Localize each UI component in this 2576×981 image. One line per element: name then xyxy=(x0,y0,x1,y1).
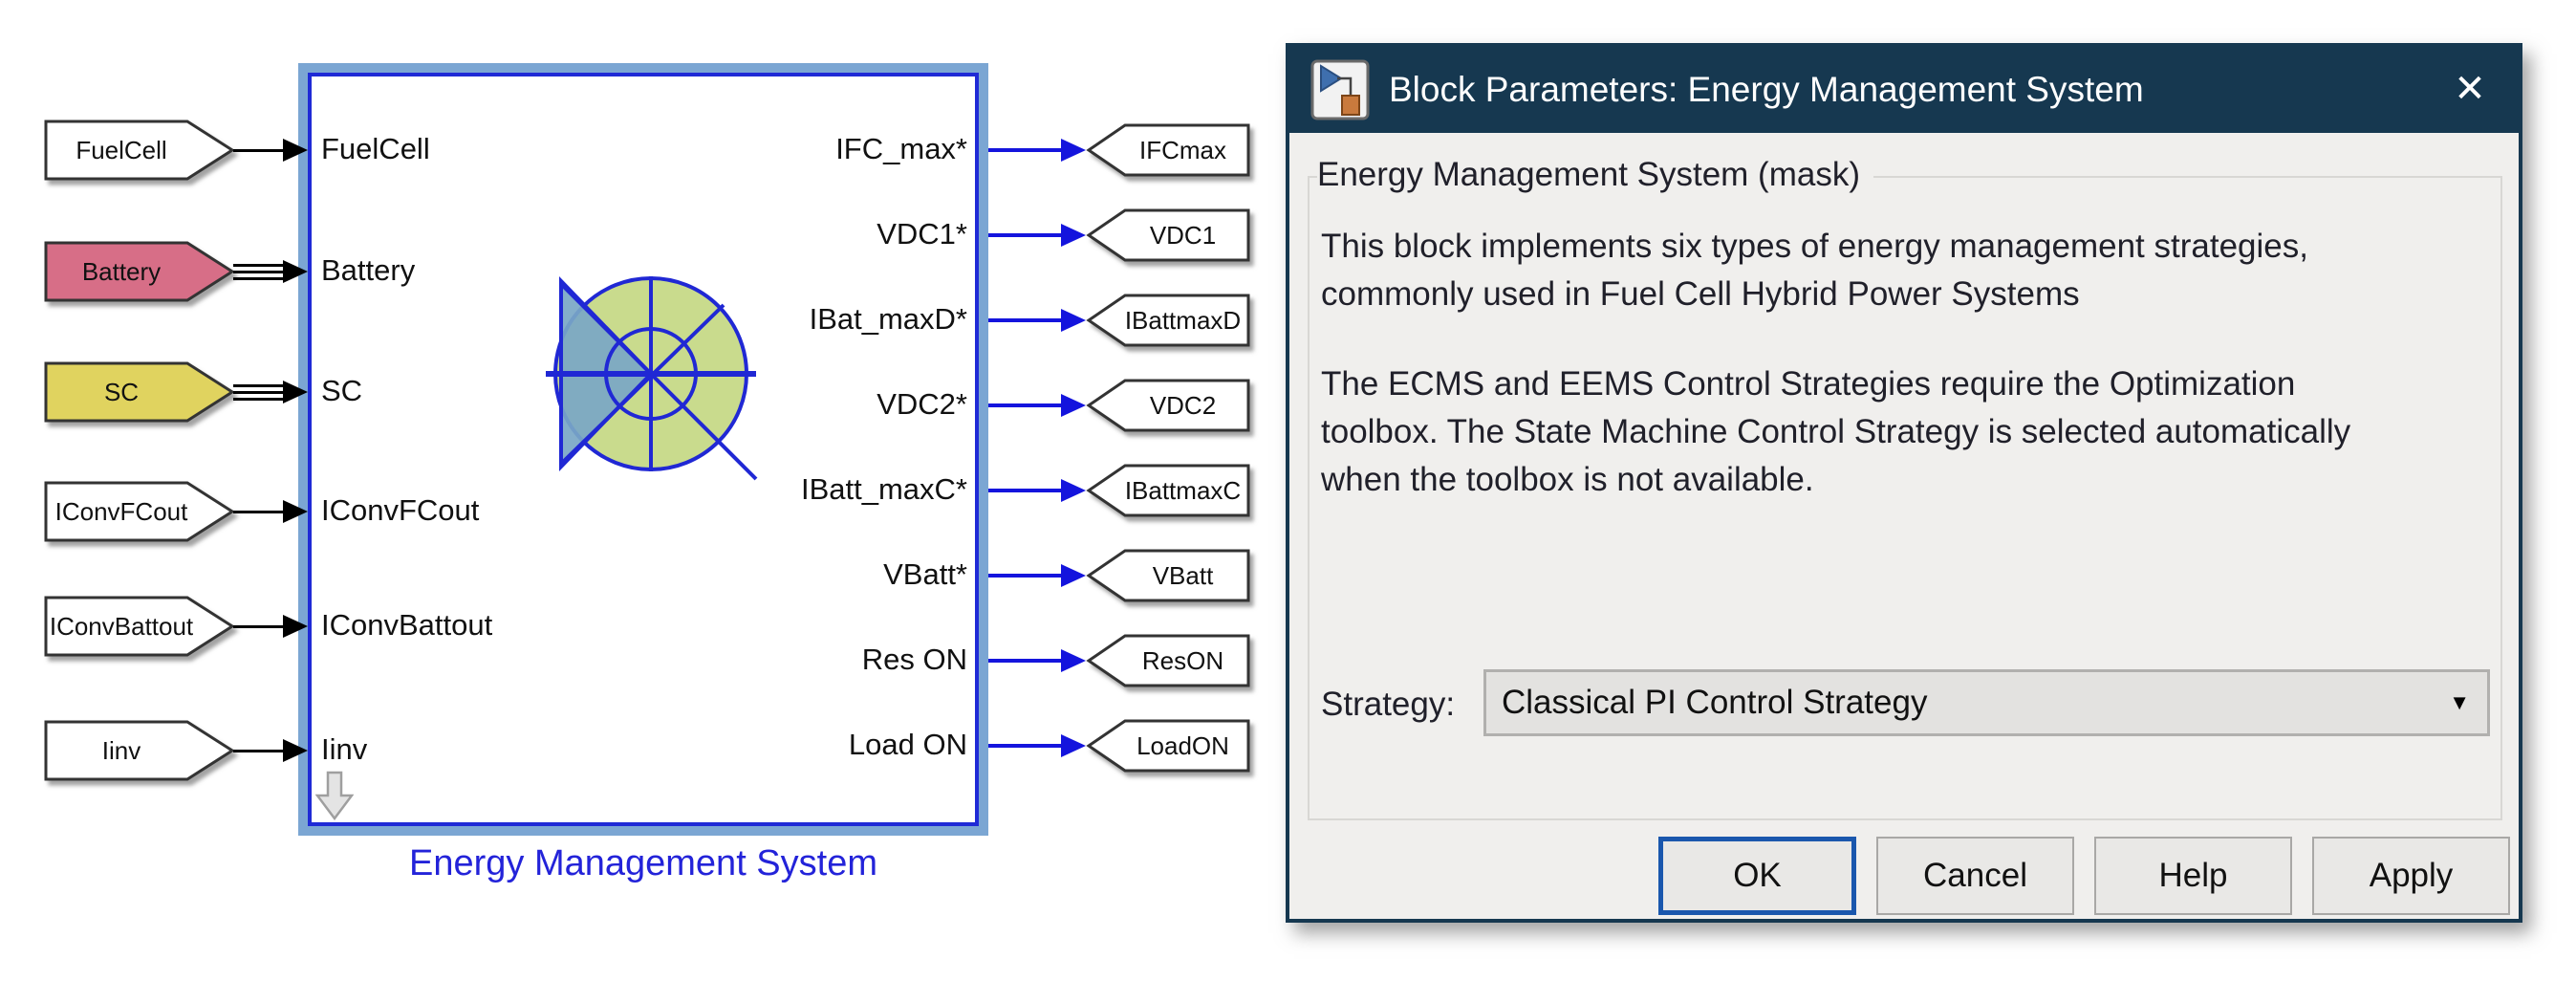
note-line: toolbox. The State Machine Control Strat… xyxy=(1321,413,2351,450)
goto-tag-reson[interactable]: ResON xyxy=(1086,633,1251,688)
output-port-label: Res ON xyxy=(861,643,967,676)
output-port-label: VDC2* xyxy=(877,387,967,421)
tag-label: Battery xyxy=(81,256,162,286)
strategy-dropdown[interactable]: Classical PI Control Strategy ▼ xyxy=(1483,669,2490,736)
signal-arrowhead xyxy=(1061,734,1086,757)
tag-label: IConvFCout xyxy=(54,496,188,526)
signal-arrowhead xyxy=(283,260,308,283)
chevron-down-icon: ▼ xyxy=(2449,690,2470,714)
apply-button[interactable]: Apply xyxy=(2312,837,2510,915)
tag-label: IBattmaxD xyxy=(1124,305,1242,335)
output-port-label: IBat_maxD* xyxy=(809,302,967,336)
input-port-label: Battery xyxy=(321,253,416,287)
ems-block-logo-icon xyxy=(540,266,762,492)
tag-label: SC xyxy=(103,377,140,406)
block-caption: Energy Management System xyxy=(408,843,877,883)
strategy-label: Strategy: xyxy=(1321,686,1456,723)
signal-line xyxy=(233,511,289,513)
tag-label: IFCmax xyxy=(1139,135,1226,164)
note-line: when the toolbox is not available. xyxy=(1321,461,1814,498)
signal-arrowhead xyxy=(1061,394,1086,417)
signal-line xyxy=(988,233,1063,237)
source-tag-iconvfcout[interactable]: IConvFCout xyxy=(44,481,235,542)
block-parameters-dialog: Block Parameters: Energy Management Syst… xyxy=(1286,43,2522,923)
gray-down-arrow-icon xyxy=(314,771,355,825)
source-tag-iinv[interactable]: Iinv xyxy=(44,720,235,781)
bus-signal-line xyxy=(233,264,289,280)
signal-arrowhead xyxy=(1061,139,1086,162)
output-port-label: VBatt* xyxy=(883,557,967,591)
goto-tag-loadon[interactable]: LoadON xyxy=(1086,718,1251,774)
input-port-label: IConvBattout xyxy=(321,608,493,642)
goto-tag-ibattmaxc[interactable]: IBattmaxC xyxy=(1086,463,1251,518)
signal-arrowhead xyxy=(283,500,308,523)
input-port-label: SC xyxy=(321,374,363,407)
tag-label: VBatt xyxy=(1152,560,1214,590)
ok-button[interactable]: OK xyxy=(1658,837,1856,915)
signal-line xyxy=(233,149,289,152)
bus-signal-line xyxy=(233,384,289,401)
signal-arrowhead xyxy=(1061,649,1086,672)
output-port-label: VDC1* xyxy=(877,217,967,251)
signal-arrowhead xyxy=(1061,564,1086,587)
signal-line xyxy=(233,750,289,752)
signal-line xyxy=(988,318,1063,322)
tag-label: IConvBattout xyxy=(49,611,194,641)
signal-line xyxy=(988,744,1063,748)
help-button[interactable]: Help xyxy=(2094,837,2292,915)
goto-tag-ifcmax[interactable]: IFCmax xyxy=(1086,122,1251,178)
tag-label: IBattmaxC xyxy=(1124,475,1242,505)
output-port-label: IFC_max* xyxy=(835,132,967,165)
signal-line xyxy=(988,148,1063,152)
signal-line xyxy=(988,574,1063,578)
note-line: The ECMS and EEMS Control Strategies req… xyxy=(1321,365,2296,403)
tag-label: Iinv xyxy=(101,735,141,765)
input-port-label: FuelCell xyxy=(321,132,430,165)
description-line: This block implements six types of energ… xyxy=(1321,228,2308,265)
signal-arrowhead xyxy=(283,739,308,762)
dialog-title: Block Parameters: Energy Management Syst… xyxy=(1389,70,2144,109)
goto-tag-vbatt[interactable]: VBatt xyxy=(1086,548,1251,603)
signal-line xyxy=(988,489,1063,492)
signal-arrowhead xyxy=(1061,224,1086,247)
simulink-block-icon xyxy=(1310,59,1370,125)
strategy-selected-value: Classical PI Control Strategy xyxy=(1502,684,1928,721)
input-port-label: IConvFCout xyxy=(321,493,480,527)
mask-groupbox xyxy=(1308,176,2502,820)
tag-label: VDC2 xyxy=(1149,390,1217,420)
goto-tag-vdc2[interactable]: VDC2 xyxy=(1086,378,1251,433)
signal-arrowhead xyxy=(283,615,308,638)
close-icon[interactable]: ✕ xyxy=(2454,68,2486,110)
tag-label: LoadON xyxy=(1136,730,1229,760)
goto-tag-ibattmaxd[interactable]: IBattmaxD xyxy=(1086,293,1251,348)
signal-arrowhead xyxy=(1061,479,1086,502)
cancel-button[interactable]: Cancel xyxy=(1876,837,2074,915)
signal-arrowhead xyxy=(283,381,308,403)
source-tag-sc[interactable]: SC xyxy=(44,361,235,423)
signal-arrowhead xyxy=(1061,309,1086,332)
signal-arrowhead xyxy=(283,139,308,162)
output-port-label: IBatt_maxC* xyxy=(800,472,967,506)
input-port-label: Iinv xyxy=(321,732,368,766)
tag-label: VDC1 xyxy=(1149,220,1217,250)
source-tag-battery[interactable]: Battery xyxy=(44,241,235,302)
signal-line xyxy=(988,403,1063,407)
goto-tag-vdc1[interactable]: VDC1 xyxy=(1086,207,1251,263)
dialog-titlebar[interactable]: Block Parameters: Energy Management Syst… xyxy=(1289,47,2519,133)
mask-heading: Energy Management System (mask) xyxy=(1317,156,1873,194)
tag-label: FuelCell xyxy=(76,135,167,164)
description-line: commonly used in Fuel Cell Hybrid Power … xyxy=(1321,275,2080,313)
source-tag-fuelcell[interactable]: FuelCell xyxy=(44,120,235,181)
source-tag-iconvbattout[interactable]: IConvBattout xyxy=(44,596,235,657)
tag-label: ResON xyxy=(1141,645,1224,675)
signal-line xyxy=(988,659,1063,663)
signal-line xyxy=(233,625,289,628)
output-port-label: Load ON xyxy=(848,728,967,761)
